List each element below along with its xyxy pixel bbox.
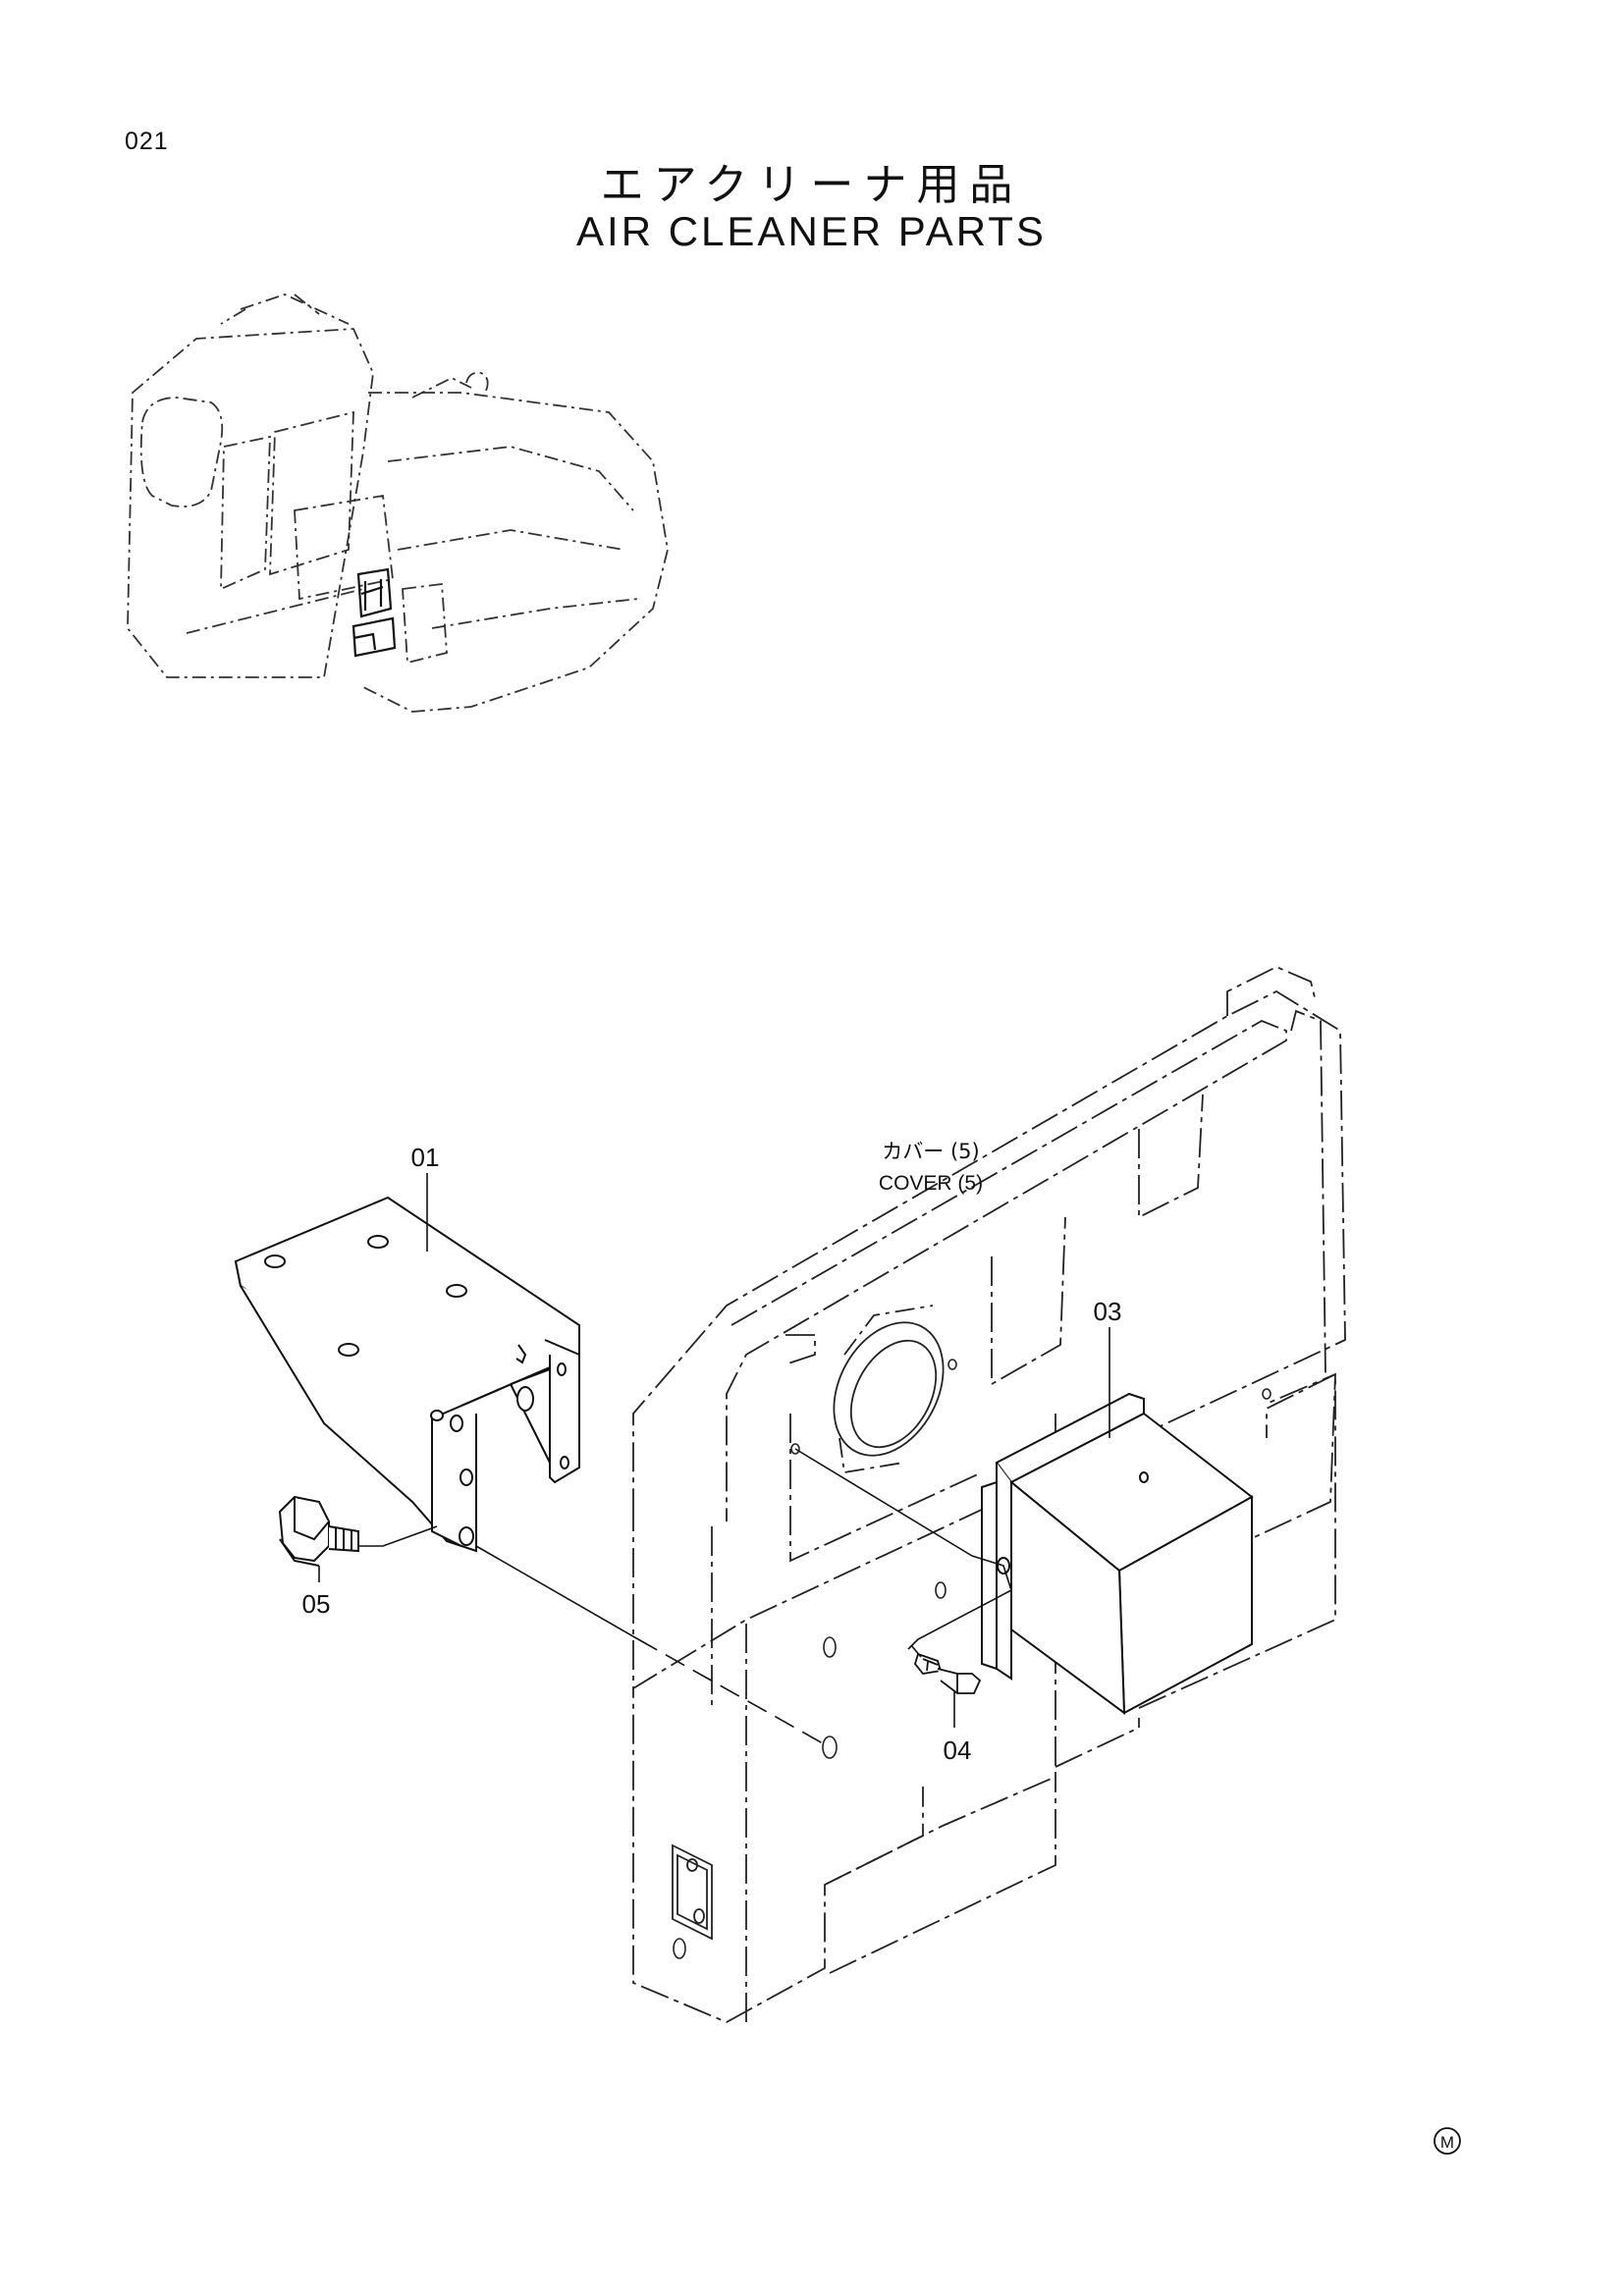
callout-03: 03 [1094,1297,1122,1326]
cover-label-japanese: カバー (5) [882,1140,979,1163]
panel-latch [672,1843,713,1941]
air-cleaner-location-highlight [352,567,397,658]
callout-01: 01 [411,1143,440,1172]
callout-04: 04 [944,1735,972,1765]
air-cleaner-box-part-03 [981,1392,1254,1716]
excavator-overview-illustration [127,294,669,713]
bracket-part-01 [234,1196,580,1553]
bolt-part-05 [278,1495,359,1567]
panel-holes [673,1359,1271,1959]
assembly-lines [358,1448,1012,1748]
mark-letter: M [1440,2133,1454,2152]
callout-leaders [318,1173,1110,1728]
page-title-english: AIR CLEANER PARTS [576,208,1047,254]
circled-m-mark: M [1434,2127,1461,2155]
bolt-part-04 [914,1652,982,1694]
page-title-japanese: エアクリーナ用品 [600,160,1023,210]
duct-opening [833,1305,945,1474]
page-number: 021 [125,128,169,155]
cover-label-english: COVER (5) [879,1172,983,1195]
callout-05: 05 [302,1589,331,1619]
